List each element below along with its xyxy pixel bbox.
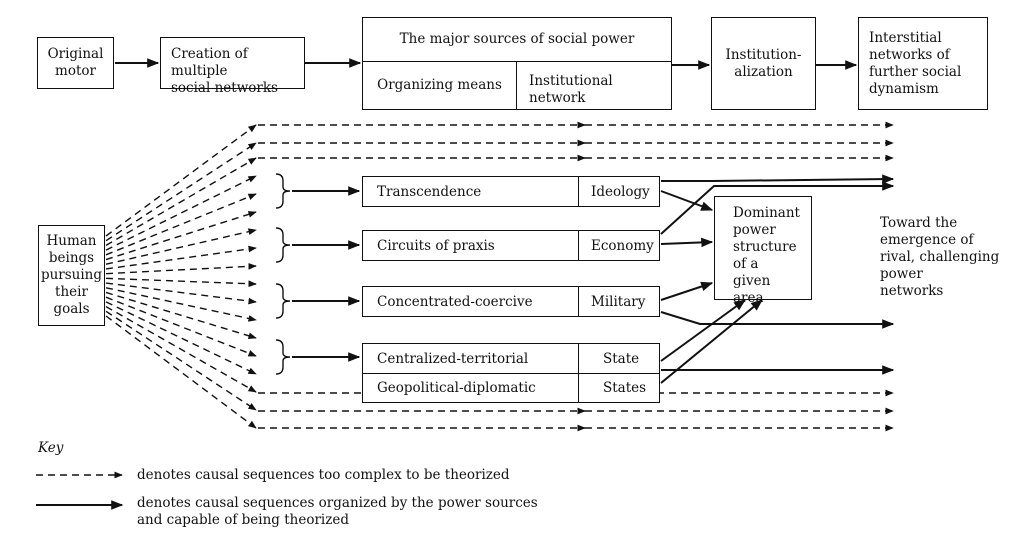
dominant-line-5: given area: [733, 273, 771, 306]
source-row-divider: [363, 373, 659, 374]
braces: [275, 173, 291, 375]
dashed-fan-arrows: [105, 124, 257, 429]
arrow-state-dominant: [660, 299, 746, 362]
toward-line-2: emergence of: [880, 232, 974, 248]
brace-shape: [275, 227, 291, 263]
source-row-transcendence: Transcendence Ideology: [362, 176, 660, 207]
source-row-praxis: Circuits of praxis Economy: [362, 230, 660, 261]
fan-arrow: [105, 193, 257, 256]
fan-arrow: [105, 211, 257, 261]
fan-arrow: [105, 263, 257, 275]
arrow-economy-dominant: [660, 237, 714, 248]
fan-arrow: [105, 305, 257, 393]
interstitial-line-3: further social: [869, 64, 962, 80]
arrow-economy-out: [660, 181, 895, 235]
arrow-ideology-dominant: [660, 190, 714, 211]
brace-shape: [275, 339, 291, 375]
network-ideology: Ideology: [578, 177, 659, 206]
human-line-2: beings: [48, 250, 95, 266]
organizing-means-cell: Organizing means: [363, 61, 517, 109]
means-praxis: Circuits of praxis: [377, 237, 495, 254]
toward-text: Toward the emergence of rival, challengi…: [880, 215, 999, 300]
human-beings-box: Human beings pursuing their goals: [38, 225, 105, 326]
brace-shape: [275, 173, 291, 209]
interstitial-line-2: networks of: [869, 47, 950, 63]
fan-arrow: [105, 277, 257, 288]
interstitial-line-4: dynamism: [869, 81, 939, 97]
dominant-power-box: Dominant power structure of a given area: [714, 196, 812, 306]
human-line-4: their: [55, 284, 88, 300]
interstitial-line-1: Interstitial: [869, 30, 942, 46]
network-military: Military: [578, 287, 659, 316]
top-row-arrows: [115, 58, 858, 70]
network-economy: Economy: [578, 231, 659, 260]
dominant-line-1: Dominant: [733, 205, 800, 221]
institution-line-2: alization: [734, 63, 793, 80]
fan-arrow: [105, 301, 257, 375]
fan-arrow: [105, 228, 257, 265]
human-line-3: pursuing: [40, 267, 103, 283]
means-geopolitical: Geopolitical-diplomatic: [377, 379, 536, 396]
institutionalization-box: Institution-alization: [711, 17, 816, 110]
key-solid-desc: denotes causal sequences organized by th…: [137, 495, 538, 529]
human-line-1: Human: [46, 233, 97, 249]
toward-line-3: rival, challenging: [880, 249, 1000, 265]
arrow-military-out: [660, 311, 895, 329]
key-solid-line-1: denotes causal sequences organized by th…: [137, 495, 538, 511]
original-motor-line-2: motor: [55, 63, 96, 79]
solid-arrows: [292, 174, 895, 384]
dominant-line-3: structure: [733, 239, 797, 255]
means-transcendence: Transcendence: [377, 183, 482, 200]
means-coercive: Concentrated-coercive: [377, 293, 533, 310]
toward-line-5: networks: [880, 283, 944, 299]
interstitial-box: Interstitial networks of further social …: [858, 17, 988, 110]
dominant-line-2: power: [733, 222, 776, 238]
source-row-coercive: Concentrated-coercive Military: [362, 286, 660, 317]
key-title: Key: [38, 440, 64, 456]
fan-arrow: [105, 291, 257, 340]
creation-line-2: social networks: [171, 80, 278, 96]
fan-arrow: [105, 157, 257, 247]
means-territorial: Centralized-territorial: [377, 350, 529, 367]
toward-line-4: power: [880, 266, 923, 282]
fan-arrow: [105, 287, 257, 322]
major-sources-title: The major sources of social power: [363, 18, 671, 62]
key-solid-line-2: and capable of being theorized: [137, 512, 349, 528]
creation-box: Creation of multiple social networks: [160, 37, 305, 96]
fan-arrow: [105, 142, 257, 242]
brace-shape: [275, 283, 291, 319]
creation-line-1: Creation of multiple: [171, 46, 248, 79]
dominant-line-4: of a: [733, 256, 759, 272]
fan-arrow: [105, 282, 257, 305]
fan-arrow: [105, 310, 257, 411]
network-state: State: [578, 344, 659, 373]
fan-arrow: [105, 296, 257, 357]
toward-line-1: Toward the: [880, 215, 958, 231]
fan-arrow: [105, 315, 257, 429]
original-motor-line-1: Original: [47, 46, 104, 62]
key-dashed-desc: denotes causal sequences too complex to …: [137, 467, 510, 483]
network-states: States: [578, 373, 659, 402]
major-sources-box: The major sources of social power Organi…: [362, 17, 672, 110]
fan-arrow: [105, 175, 257, 251]
institutional-network-cell: Institutional network: [529, 73, 613, 106]
arrow-ideology-out: [661, 174, 895, 184]
fan-arrow: [105, 245, 257, 270]
institution-line-1: Institution-: [725, 46, 802, 63]
arrow-military-dominant: [660, 281, 714, 301]
source-row-territorial: Centralized-territorial State Geopolitic…: [362, 343, 660, 403]
human-line-5: goals: [53, 301, 90, 317]
